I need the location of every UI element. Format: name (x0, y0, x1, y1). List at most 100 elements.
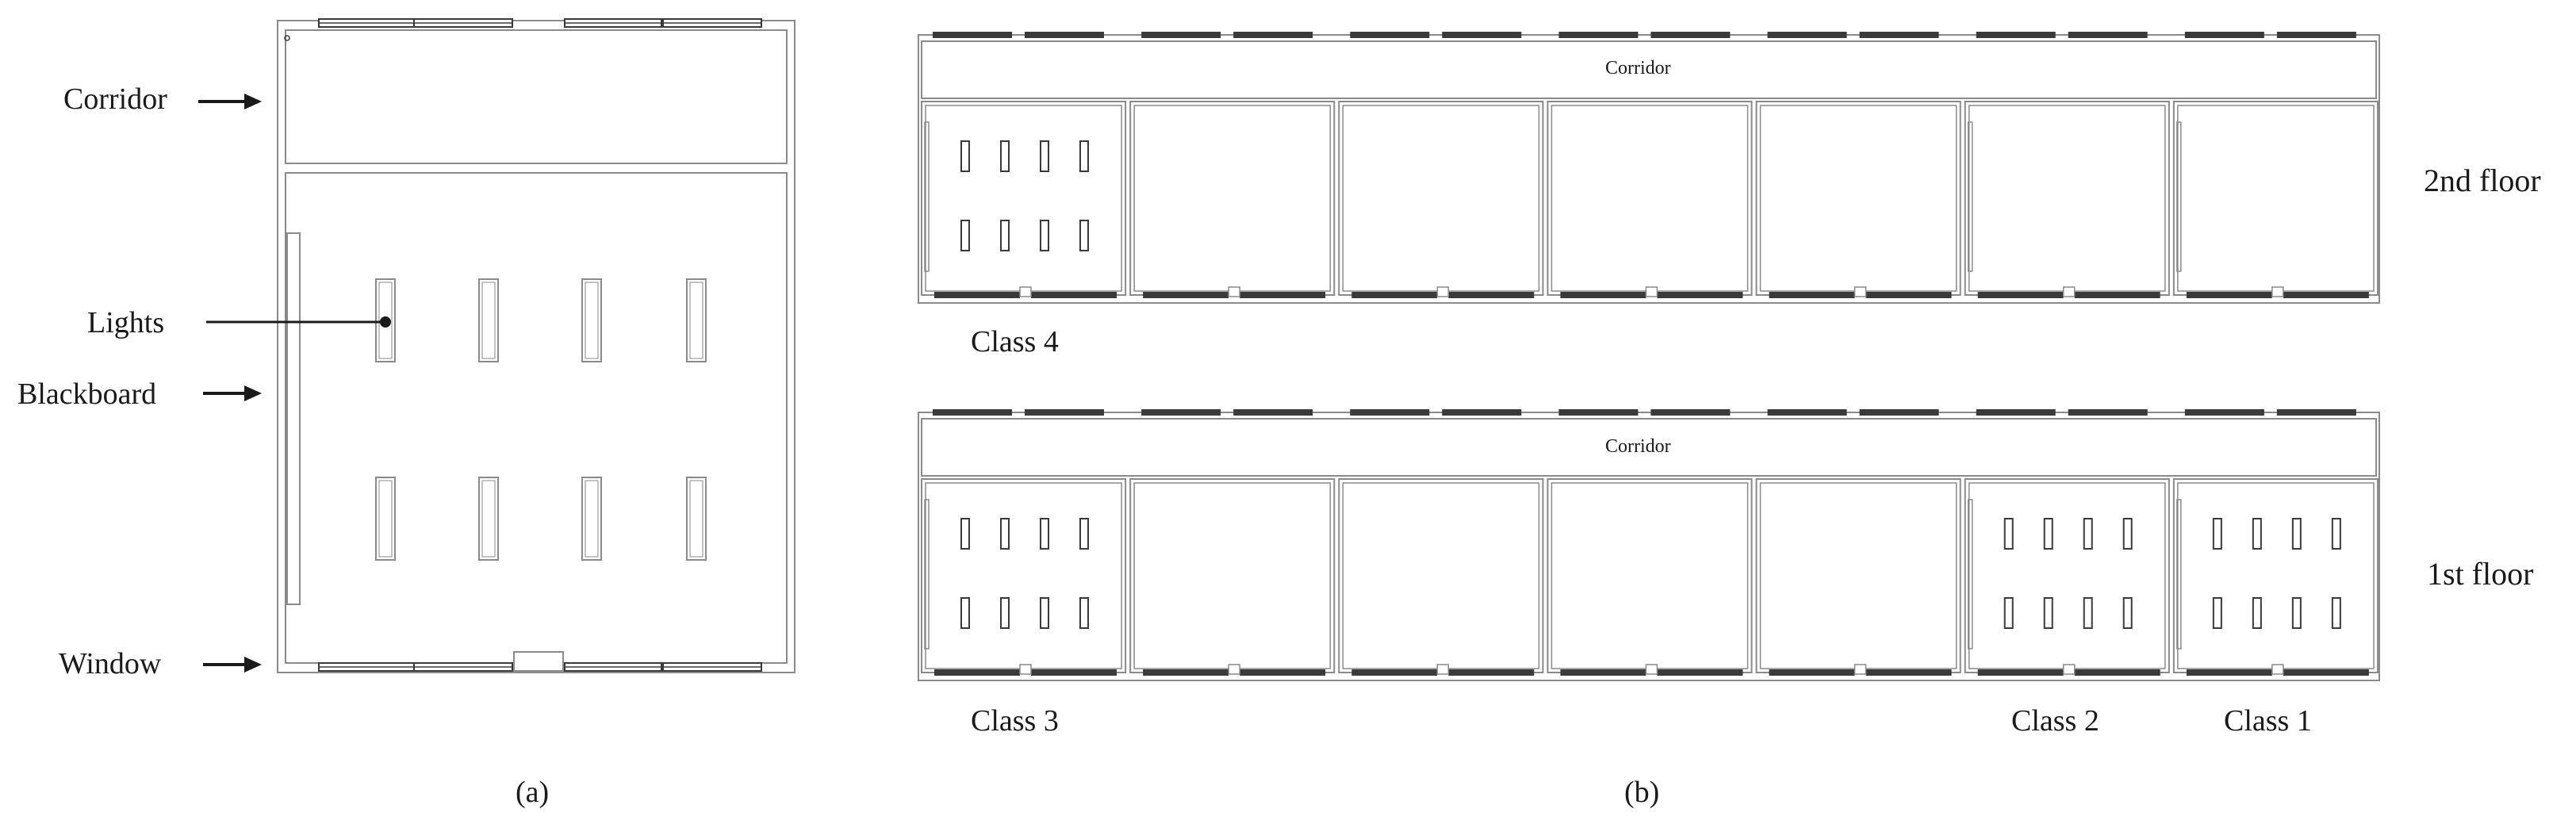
floor1-room-6-light-2 (2043, 518, 2053, 550)
floor2-room-6-blackboard (1967, 121, 1973, 272)
floor1-room-6-window-1 (1977, 669, 2064, 676)
classroom-outer-wall (277, 20, 795, 673)
label-corridor: Corridor (63, 82, 167, 116)
caption-a: (a) (516, 776, 550, 809)
floor1-room-7-light-4 (2331, 518, 2341, 550)
floor2-room-1 (921, 101, 1127, 296)
floor1-room-7-light-6 (2252, 597, 2262, 629)
arrow-window-head (244, 657, 262, 673)
floor1-room-1 (921, 478, 1127, 673)
floor1-room-2-inner (1133, 482, 1332, 669)
light-fixture-2 (478, 278, 499, 362)
floor2-room-4 (1547, 101, 1753, 296)
room-label-class-1: Class 1 (2224, 704, 2312, 738)
room-label-class-3: Class 3 (971, 704, 1059, 738)
floor1-room-5 (1755, 478, 1961, 673)
room-label-class-2: Class 2 (2011, 704, 2099, 738)
floor2-top-window-2 (1025, 32, 1104, 38)
floor2-room-1-light-2 (1000, 140, 1010, 172)
floor1-top-window-12 (2068, 409, 2148, 416)
floor1-room-6-inner (1968, 482, 2166, 669)
floor1-top-window-3 (1141, 409, 1221, 416)
floor2-room-7-blackboard (2176, 121, 2182, 272)
floor1-top-window-9 (1767, 409, 1847, 416)
label-window: Window (59, 647, 162, 680)
floor1-room-7-inner (2177, 482, 2375, 669)
floor1-room-6-light-5 (2003, 597, 2014, 629)
label-lights: Lights (87, 306, 165, 339)
light-fixture-6 (478, 477, 499, 561)
floor1-room-6-light-1 (2003, 518, 2014, 550)
floor2-room-6-window-1 (1977, 292, 2064, 298)
floor1-room-6-light-7 (2083, 597, 2093, 629)
floor1-room-7-blackboard (2176, 499, 2182, 650)
floor2-room-3-window-2 (1448, 292, 1535, 298)
floor1-room-6 (1964, 478, 2170, 673)
floor2-top-window-10 (1859, 32, 1939, 38)
floor2-room-2-window-1 (1143, 292, 1229, 298)
floor2-top-window-4 (1233, 32, 1313, 38)
floor2-room-4-window-1 (1560, 292, 1646, 298)
floor1-room-2 (1129, 478, 1336, 673)
floor2-room-1-light-1 (960, 140, 970, 172)
label-blackboard: Blackboard (17, 378, 157, 411)
floor1-room-1-blackboard (924, 499, 930, 650)
floor1-room-7-window-2 (2283, 669, 2369, 676)
floor2-room-1-window-1 (934, 292, 1020, 298)
floor1-room-1-light-5 (960, 597, 970, 629)
floor2-top-window-7 (1558, 32, 1639, 38)
floor2-outer-wall (918, 34, 2380, 304)
floor2-room-1-inner (925, 105, 1122, 292)
floor1-room-1-light-4 (1079, 518, 1089, 550)
floor2-top-window-5 (1350, 32, 1430, 38)
floor1-name: 1st floor (2427, 556, 2534, 592)
floor2-room-3 (1338, 101, 1544, 296)
floor2-room-1-blackboard (924, 121, 930, 272)
floor1-room-2-window-2 (1240, 669, 1326, 676)
floor1-outer-wall (918, 412, 2380, 681)
floor1-top-window-6 (1442, 409, 1522, 416)
floor2-top-window-9 (1767, 32, 1847, 38)
floor2-room-7 (2172, 101, 2379, 296)
floor1-top-window-5 (1350, 409, 1430, 416)
floor1-room-1-light-3 (1040, 518, 1049, 550)
floor1-top-window-1 (933, 409, 1012, 416)
floor1-room-1-light-8 (1079, 597, 1089, 629)
floor2-room-2-inner (1133, 105, 1332, 292)
light-fixture-8 (686, 477, 707, 561)
light-fixture-7 (581, 477, 602, 561)
room-label-class-4: Class 4 (971, 325, 1059, 358)
floor1-room-3-window-2 (1448, 669, 1535, 676)
floor1-top-window-7 (1558, 409, 1639, 416)
light-fixture-3 (581, 278, 602, 362)
blackboard (286, 232, 301, 605)
floor1-room-4-window-1 (1560, 669, 1646, 676)
floor1-room-7-light-3 (2291, 518, 2302, 550)
light-fixture-1 (375, 278, 396, 362)
floor1-top-window-8 (1650, 409, 1731, 416)
floor2-room-5 (1755, 101, 1961, 296)
corridor-area (285, 29, 788, 164)
floor2-room-1-light-7 (1040, 220, 1049, 251)
floor1-room-7-light-2 (2252, 518, 2262, 550)
floor2-top-window-3 (1141, 32, 1221, 38)
lights-leader-dot (380, 316, 391, 328)
floor1-room-7 (2172, 478, 2379, 673)
floor2-room-1-light-5 (960, 220, 970, 251)
floor2-room-1-light-4 (1079, 140, 1089, 172)
floor2-room-1-light-3 (1040, 140, 1049, 172)
caption-b: (b) (1624, 776, 1660, 809)
floor1-room-6-light-4 (2122, 518, 2133, 550)
floor2-room-1-light-8 (1079, 220, 1089, 251)
floor2-top-window-6 (1442, 32, 1522, 38)
floor2-room-7-window-2 (2283, 292, 2369, 298)
floor2-room-1-light-6 (1000, 220, 1010, 251)
floor2-room-3-window-1 (1351, 292, 1438, 298)
floor1-room-6-light-8 (2122, 597, 2133, 629)
floor1-room-1-inner (925, 482, 1122, 669)
floor2-top-window-8 (1650, 32, 1731, 38)
floor1-corridor-label: Corridor (1605, 436, 1671, 457)
floor2-name: 2nd floor (2424, 163, 2541, 198)
floor2-top-window-12 (2068, 32, 2148, 38)
